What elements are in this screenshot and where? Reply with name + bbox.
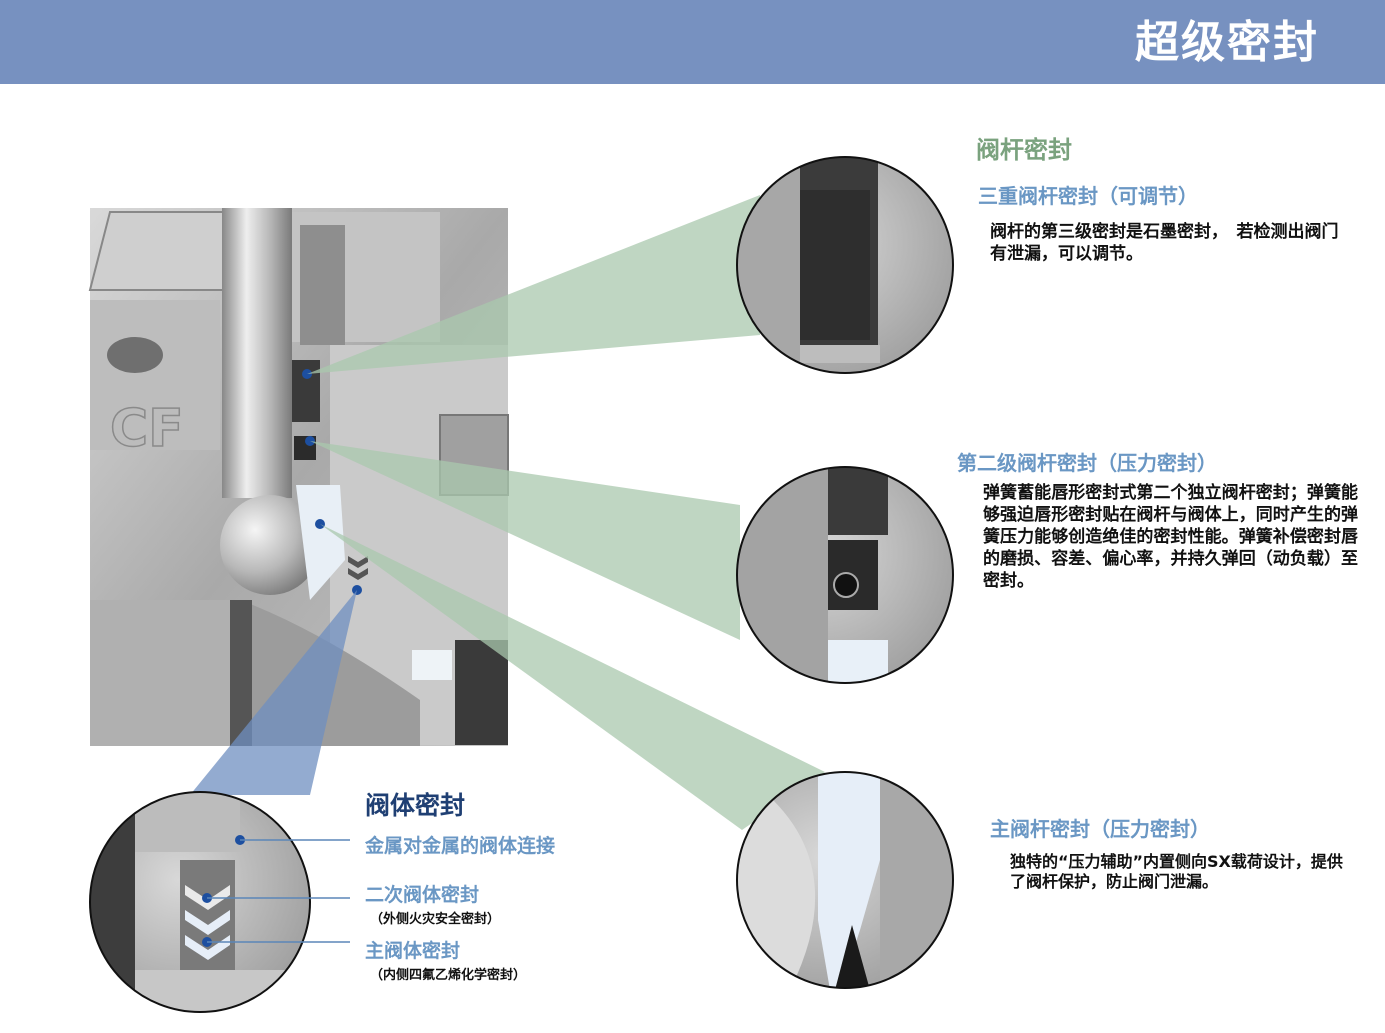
stem-primary-title: 主阀杆密封（压力密封） xyxy=(990,817,1210,841)
zoom-circle-stem-secondary xyxy=(736,466,954,684)
body-primary-title: 主阀体密封 xyxy=(365,940,461,962)
leader-lines xyxy=(207,839,350,943)
zoom-circle-stem-tertiary xyxy=(736,156,954,374)
cf-stamp: CF xyxy=(110,399,184,459)
stem-secondary-title: 第二级阀杆密封（压力密封） xyxy=(957,451,1217,475)
body-secondary-note: （外侧火灾安全密封） xyxy=(370,912,501,927)
zoom-circle-stem-primary xyxy=(736,771,954,989)
page-title: 超级密封 xyxy=(1135,17,1319,68)
stem-primary-body: 独特的“压力辅助”内置侧向SX载荷设计，提供了阀杆保护，防止阀门泄漏。 xyxy=(1010,852,1343,891)
body-metal-label: 金属对金属的阀体连接 xyxy=(365,835,556,857)
callout-beams xyxy=(190,195,825,830)
stem-seal-heading: 阀杆密封 xyxy=(976,136,1072,164)
page-header: 超级密封 xyxy=(0,0,1385,84)
body-seal-heading: 阀体密封 xyxy=(365,791,466,820)
body-primary-note: （内侧四氟乙烯化学密封） xyxy=(370,968,527,983)
body-secondary-title: 二次阀体密封 xyxy=(365,884,480,906)
stem-triple-title: 三重阀杆密封（可调节） xyxy=(978,184,1198,208)
stem-triple-body: 阀杆的第三级密封是石墨密封， 若检测出阀门有泄漏，可以调节。 xyxy=(990,222,1339,264)
zoom-circle-body-seal xyxy=(89,791,311,1013)
stem-secondary-body: 弹簧蓄能唇形密封式第二个独立阀杆密封；弹簧能够强迫唇形密封贴在阀杆与阀体上，同时… xyxy=(983,483,1358,591)
